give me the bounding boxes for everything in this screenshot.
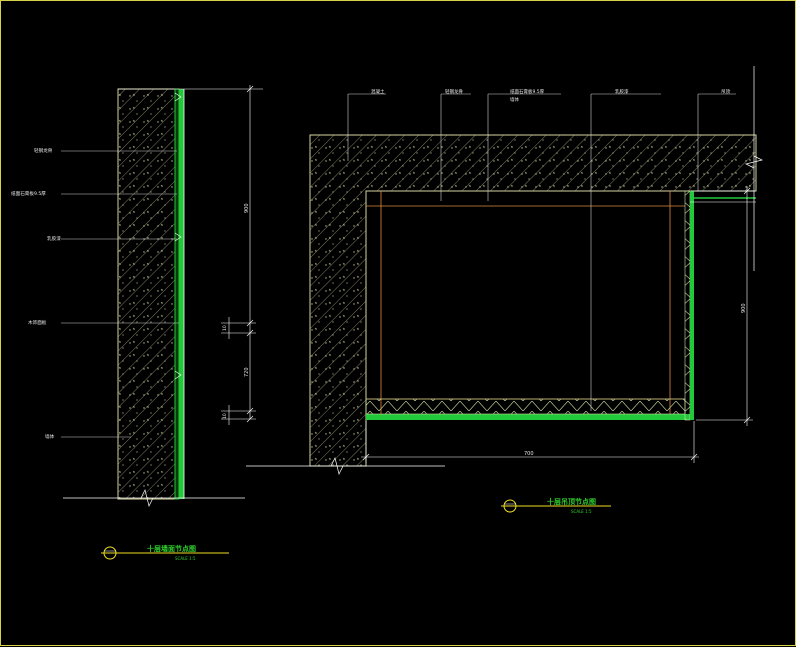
left-dim-2: 720 — [244, 367, 250, 377]
right-label-4: 吊顶 — [721, 89, 730, 95]
left-title: 十层墙面节点图 — [147, 544, 196, 553]
left-dim-3: 10 — [222, 413, 228, 419]
left-dimension — [221, 85, 256, 425]
right-label-1: 轻钢龙骨 — [445, 88, 463, 95]
left-label-2: 乳胶漆 — [47, 235, 61, 242]
right-title-marker — [501, 499, 611, 513]
right-leaders — [347, 93, 736, 411]
right-orange-frame — [366, 191, 685, 414]
right-scale: SCALE 1:5 — [571, 509, 592, 514]
left-label-1: 纸面石膏板9.5厚 — [11, 190, 46, 197]
right-ceiling-joist — [365, 398, 686, 415]
right-label-5: 墙体 — [510, 96, 519, 103]
left-wall-section: 轻钢龙骨 纸面石膏板9.5厚 乳胶漆 木饰面板 墙体 900 10 720 10 — [11, 85, 263, 561]
left-finish-panel — [179, 89, 184, 499]
left-stud-layer — [174, 88, 180, 500]
right-horizontal-dimension — [361, 421, 699, 463]
left-leaders — [61, 150, 179, 438]
right-vertical-dimension — [696, 186, 753, 426]
right-side-joist — [684, 190, 691, 421]
right-title: 十层吊顶节点图 — [547, 497, 596, 506]
left-label-4: 墙体 — [45, 433, 55, 440]
left-label-0: 轻钢龙骨 — [34, 147, 53, 154]
left-dim-0: 900 — [244, 203, 250, 213]
right-dim-1: 700 — [524, 451, 534, 457]
left-label-3: 木饰面板 — [28, 319, 47, 326]
left-dim-1: 10 — [222, 325, 228, 331]
left-scale: SCALE 1:5 — [175, 556, 196, 561]
right-side-board — [690, 191, 694, 420]
right-ceiling-section: 混凝土 轻钢龙骨 纸面石膏板9.5厚 墙体 乳胶漆 吊顶 900 700 — [246, 66, 764, 514]
right-label-2: 纸面石膏板9.5厚 — [510, 88, 545, 95]
left-title-marker — [101, 546, 229, 560]
right-label-0: 混凝土 — [371, 88, 385, 95]
right-dim-0: 900 — [741, 303, 747, 313]
right-label-3: 乳胶漆 — [615, 88, 629, 95]
right-ceiling-board — [366, 414, 694, 420]
